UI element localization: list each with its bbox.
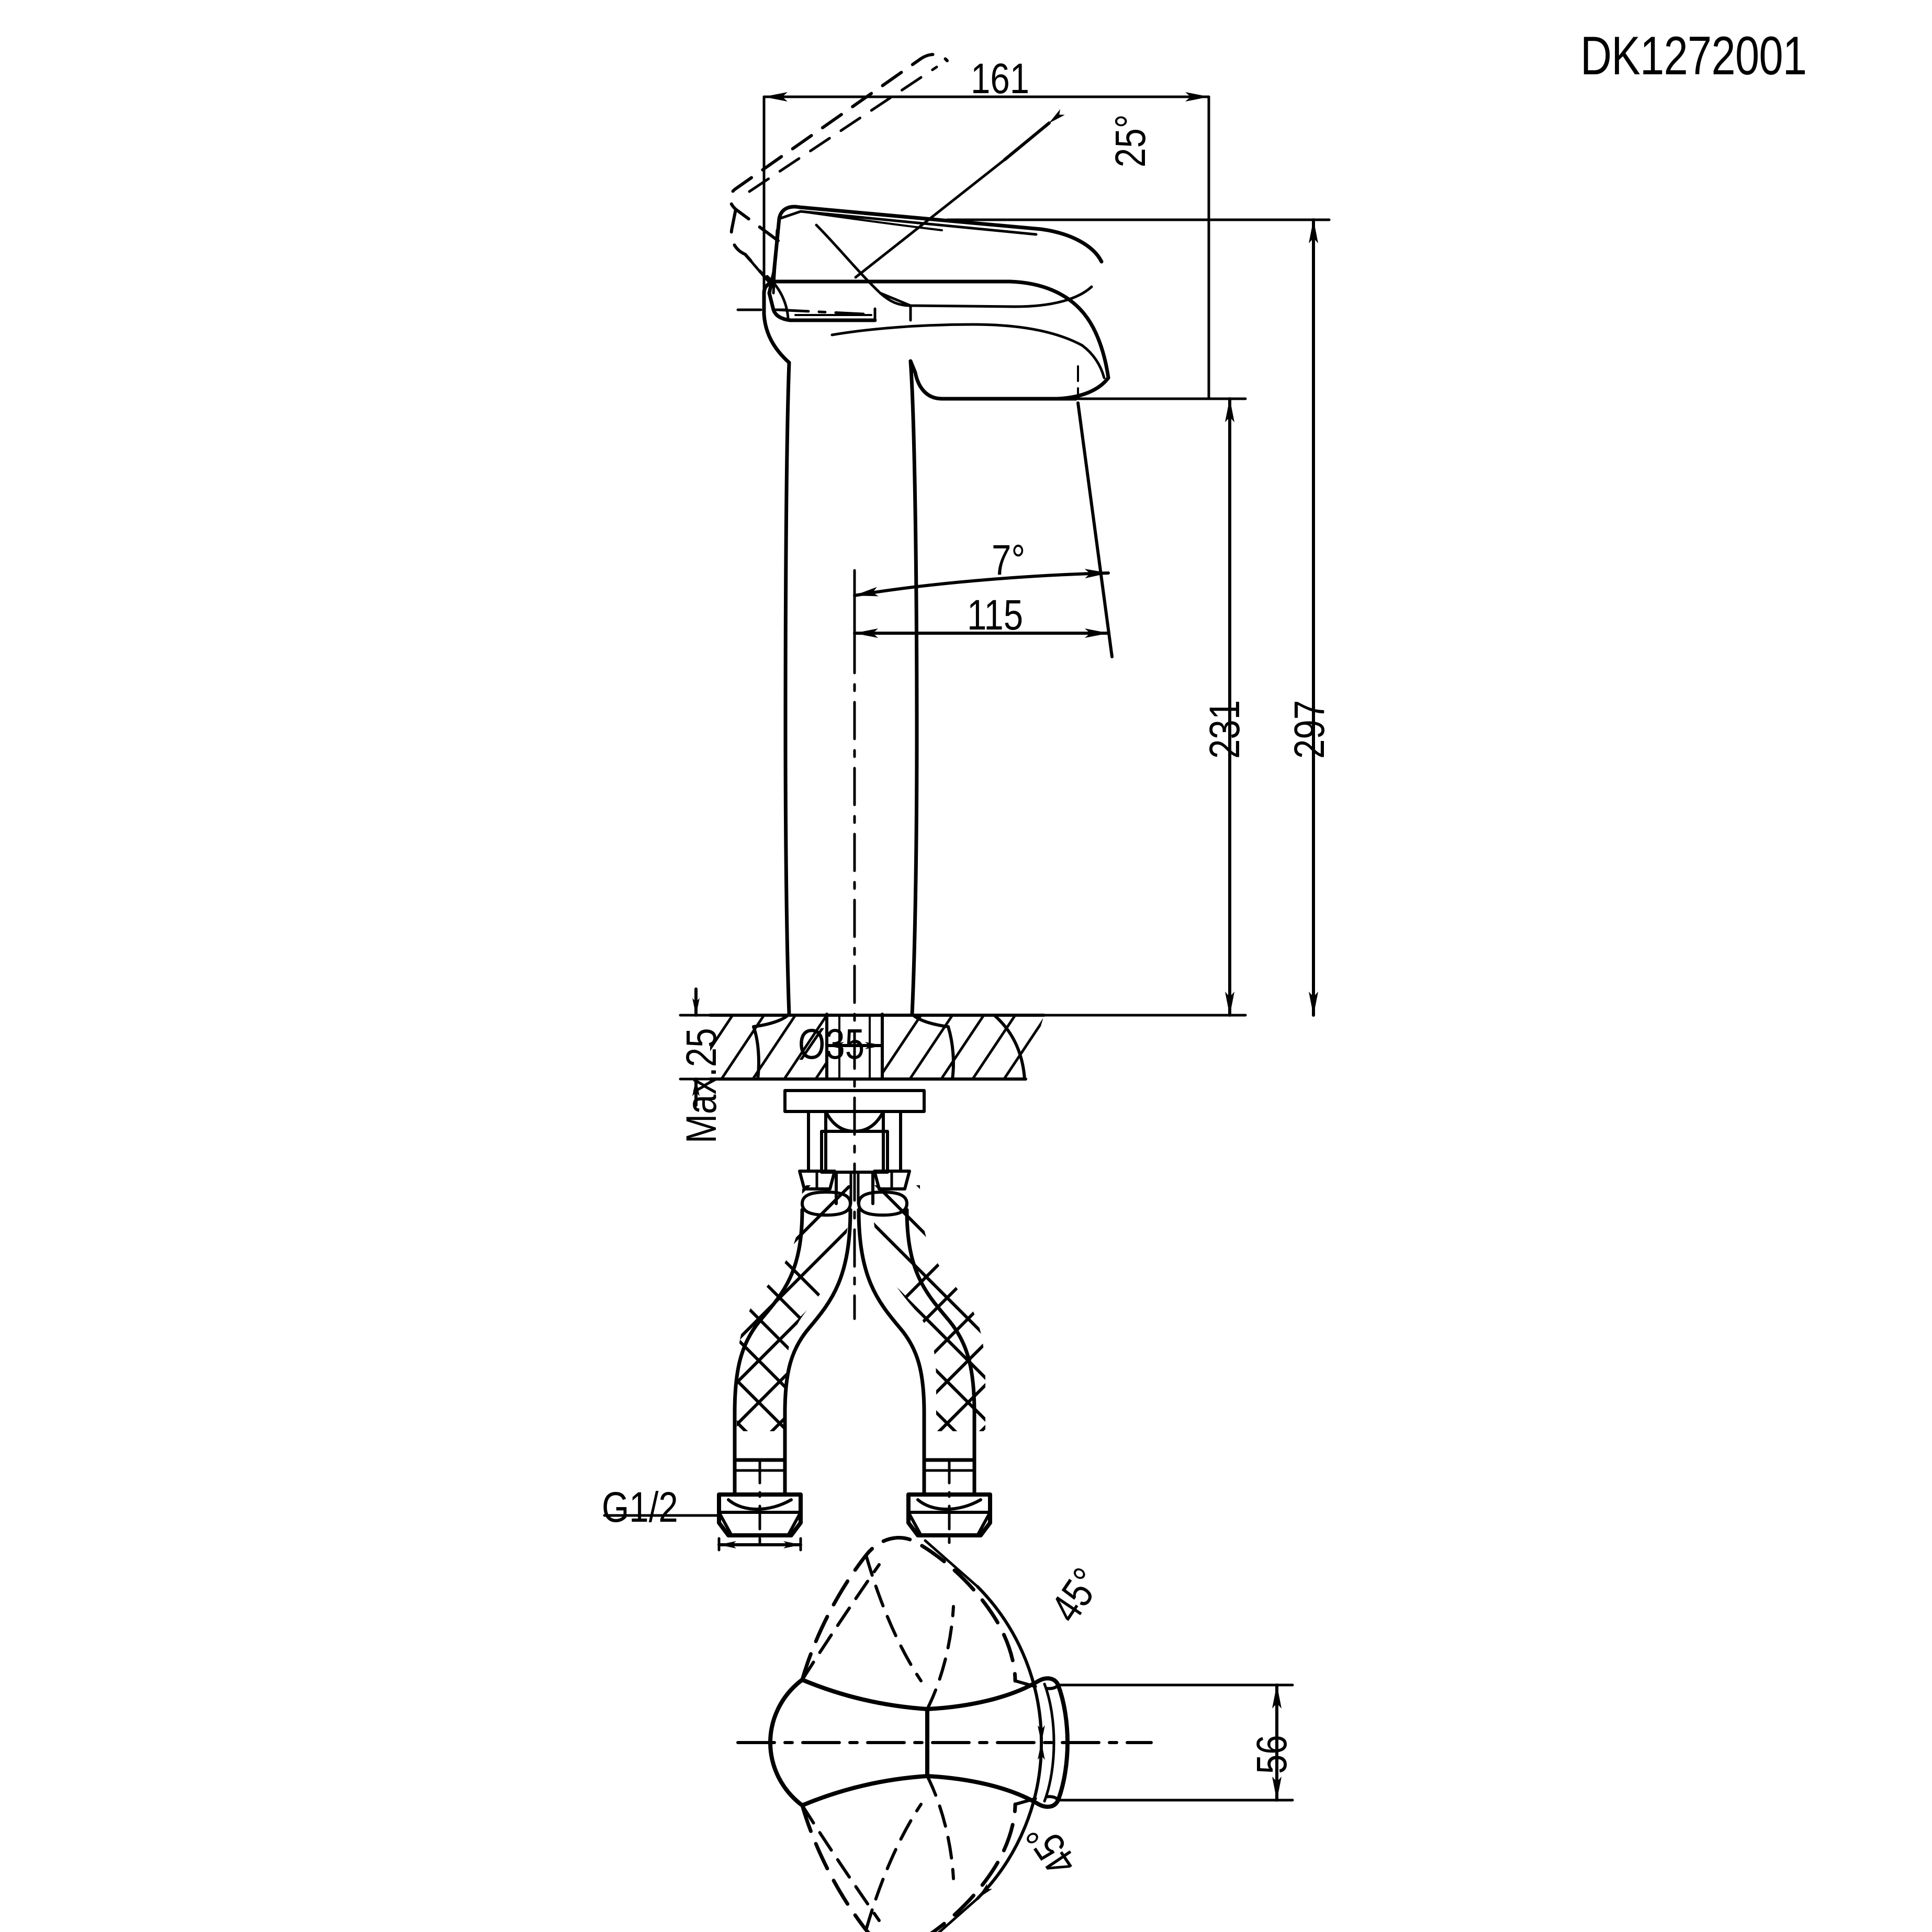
- dim-spout-reach-161: 161: [971, 55, 1030, 103]
- dim-spout-projection-115: 115: [967, 591, 1024, 639]
- dim-mounting-hole-dia-35: Ø35: [798, 1020, 865, 1068]
- dim-handle-lift-angle-25: 25°: [1107, 114, 1154, 167]
- dim-spout-swivel-angle-7: 7°: [992, 536, 1026, 584]
- dim-overall-height-297: 297: [1286, 700, 1333, 759]
- dim-body-width-plan-56: 56: [1248, 1735, 1296, 1774]
- dim-max-deck-thickness-25: Max.25: [678, 1028, 725, 1143]
- part-number-label: DK1272001: [1580, 26, 1807, 86]
- dim-supply-thread-g12: G1/2: [602, 1484, 678, 1531]
- dim-outlet-height-231: 231: [1201, 700, 1249, 759]
